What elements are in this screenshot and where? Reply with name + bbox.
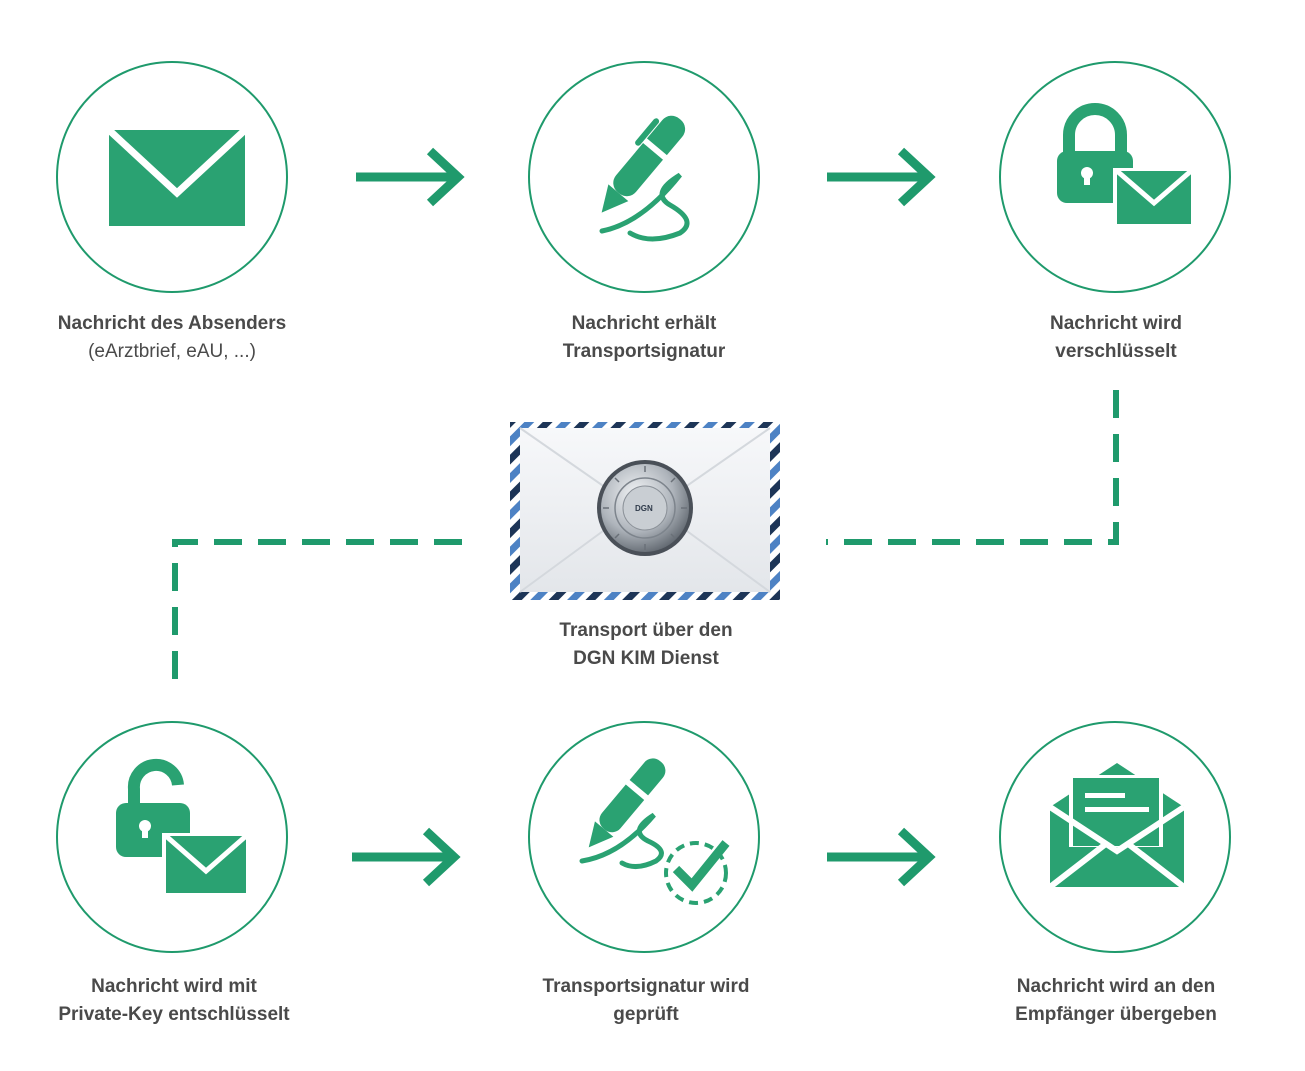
step-4-caption: Nachricht wird mit Private-Key entschlüs… bbox=[14, 973, 334, 1029]
transport-title: Transport über den bbox=[559, 620, 733, 641]
step-1-subtitle: (eArztbrief, eAU, ...) bbox=[88, 341, 256, 362]
transport-envelope: DGN bbox=[508, 420, 782, 607]
step-4-title: Nachricht wird mit bbox=[91, 976, 257, 997]
step-4-subtitle: Private-Key entschlüsselt bbox=[58, 1004, 290, 1025]
envelope-icon bbox=[106, 127, 248, 226]
seal-brand-label: DGN bbox=[635, 504, 653, 513]
step-1-caption: Nachricht des Absenders (eArztbrief, eAU… bbox=[12, 310, 332, 366]
step-5-subtitle: geprüft bbox=[613, 1004, 679, 1025]
transport-subtitle: DGN KIM Dienst bbox=[573, 648, 719, 669]
step-6-caption: Nachricht wird an den Empfänger übergebe… bbox=[956, 973, 1276, 1029]
step-3-title: Nachricht wird bbox=[1050, 313, 1182, 334]
step-transport-signature bbox=[528, 61, 760, 293]
secure-airmail-envelope-icon: DGN bbox=[510, 422, 780, 600]
arrow-right-icon bbox=[827, 827, 936, 887]
step-6-subtitle: Empfänger übergeben bbox=[1015, 1004, 1217, 1025]
step-2-title: Nachricht erhält bbox=[571, 313, 717, 334]
open-envelope-icon bbox=[1048, 763, 1186, 890]
pen-check-icon bbox=[579, 758, 730, 905]
pen-signature-icon bbox=[599, 115, 690, 242]
step-sender-message bbox=[56, 61, 288, 293]
transport-caption: Transport über den DGN KIM Dienst bbox=[486, 617, 806, 673]
lock-envelope-icon bbox=[1057, 103, 1193, 226]
arrow-right-icon bbox=[352, 827, 461, 887]
step-6-title: Nachricht wird an den bbox=[1016, 976, 1216, 997]
step-5-caption: Transportsignatur wird geprüft bbox=[486, 973, 806, 1029]
step-1-title: Nachricht des Absenders bbox=[57, 313, 287, 334]
step-encrypted bbox=[999, 61, 1231, 293]
step-2-subtitle: Transportsignatur bbox=[562, 341, 726, 362]
arrow-right-icon bbox=[356, 147, 465, 207]
unlock-envelope-icon bbox=[116, 758, 248, 895]
step-3-caption: Nachricht wird verschlüsselt bbox=[956, 310, 1276, 366]
step-5-title: Transportsignatur wird bbox=[542, 976, 750, 997]
step-signature-verified bbox=[528, 721, 760, 953]
step-2-caption: Nachricht erhält Transportsignatur bbox=[484, 310, 804, 366]
arrow-right-icon bbox=[827, 147, 936, 207]
step-3-subtitle: verschlüsselt bbox=[1055, 341, 1177, 362]
step-delivered bbox=[999, 721, 1231, 953]
step-decrypted bbox=[56, 721, 288, 953]
